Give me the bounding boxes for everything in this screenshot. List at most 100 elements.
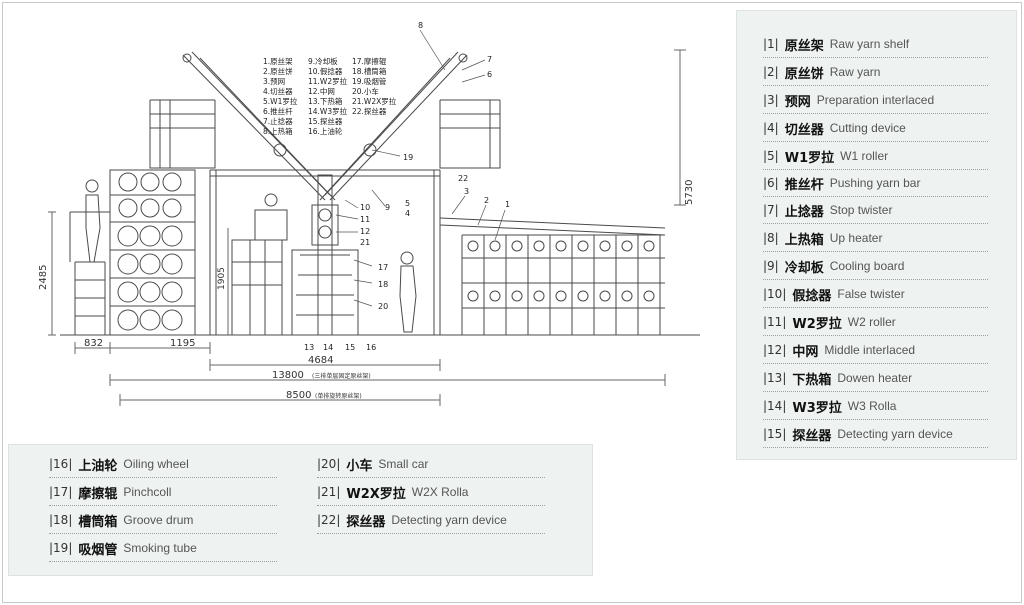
small-car xyxy=(231,193,288,336)
center-column xyxy=(291,174,359,336)
legend-chinese: 冷却板 xyxy=(784,260,824,276)
legend-number: |21| xyxy=(317,485,341,499)
legend-english: Middle interlaced xyxy=(824,343,916,357)
legend-number: |16| xyxy=(49,457,73,471)
legend-english: Preparation interlaced xyxy=(816,93,935,107)
left-creel xyxy=(109,169,196,336)
dimension-2485: 2485 xyxy=(38,265,49,290)
dimension-texts: 2485 832 1195 1905 4684 5730 13800 (三排单层… xyxy=(38,180,695,401)
legend-row: |1| 原丝架 Raw yarn shelf xyxy=(763,31,988,58)
legend-number: |9| xyxy=(763,259,779,273)
legend-english: W3 Rolla xyxy=(847,399,897,413)
list-item: 8.上热箱 xyxy=(263,126,293,136)
dimension-5730: 5730 xyxy=(684,180,695,205)
legend-english: Cooling board xyxy=(829,259,905,273)
list-item: 4.切丝器 xyxy=(263,86,293,96)
callout-18: 18 xyxy=(378,280,388,289)
callout-9: 9 xyxy=(385,203,390,212)
legend-row: |2| 原丝饼 Raw yarn xyxy=(763,59,988,86)
legend-chinese: W3罗拉 xyxy=(792,400,842,416)
legend-english: Pushing yarn bar xyxy=(829,176,921,190)
legend-english: Cutting device xyxy=(829,121,906,135)
legend-chinese: 中网 xyxy=(792,344,819,360)
dimension-8500: 8500 xyxy=(286,390,311,401)
callout-22: 22 xyxy=(458,174,468,183)
list-item: 3.预网 xyxy=(263,76,285,86)
heater-arms xyxy=(182,51,468,201)
leader-lines xyxy=(335,29,506,307)
component-list: 1.原丝架 2.原丝饼 3.预网 4.切丝器 5.W1罗拉 6.推丝杆 7.止捻… xyxy=(263,56,397,136)
legend-number: |2| xyxy=(763,65,779,79)
callout-6: 6 xyxy=(487,70,492,79)
dimension-832: 832 xyxy=(84,338,103,349)
callout-16: 16 xyxy=(366,343,376,352)
legend-english: Pinchcoll xyxy=(123,485,172,499)
legend-number: |22| xyxy=(317,513,341,527)
list-item: 19.吸烟管 xyxy=(352,76,387,86)
list-item: 17.摩擦辊 xyxy=(352,56,387,66)
dimension-8500-note: (单排旋转原丝架) xyxy=(315,392,362,400)
legend-english: W2X Rolla xyxy=(411,485,469,499)
legend-row: |3| 预网 Preparation interlaced xyxy=(763,87,988,114)
list-item: 9.冷却板 xyxy=(308,56,338,66)
callout-17: 17 xyxy=(378,263,388,272)
legend-number: |1| xyxy=(763,37,779,51)
legend-row: |13| 下热箱 Dowen heater xyxy=(763,365,988,392)
callout-19: 19 xyxy=(403,153,413,162)
callout-12: 12 xyxy=(360,227,370,236)
legend-chinese: 探丝器 xyxy=(346,514,386,530)
left-platform xyxy=(69,211,111,335)
list-item: 2.原丝饼 xyxy=(263,66,293,76)
callout-13: 13 xyxy=(304,343,314,352)
dimension-lines xyxy=(48,49,686,406)
legend-number: |4| xyxy=(763,121,779,135)
list-item: 11.W2罗拉 xyxy=(308,76,348,86)
legend-number: |8| xyxy=(763,231,779,245)
legend-number: |15| xyxy=(763,427,787,441)
legend-number: |18| xyxy=(49,513,73,527)
callout-5: 5 xyxy=(405,199,410,208)
legend-chinese: 小车 xyxy=(346,458,373,474)
legend-english: Oiling wheel xyxy=(123,457,189,471)
legend-panel-right: |1| 原丝架 Raw yarn shelf |2| 原丝饼 Raw yarn … xyxy=(736,10,1017,460)
legend-chinese: 下热箱 xyxy=(792,372,832,388)
legend-number: |11| xyxy=(763,315,787,329)
list-item: 7.止捻器 xyxy=(263,116,293,126)
legend-chinese: 吸烟管 xyxy=(78,542,118,558)
legend-chinese: W2X罗拉 xyxy=(346,486,406,502)
list-item: 15.探丝器 xyxy=(308,116,343,126)
list-item: 13.下热箱 xyxy=(308,96,343,106)
legend-english: Raw yarn shelf xyxy=(829,37,910,51)
legend-number: |5| xyxy=(763,149,779,163)
legend-english: Detecting yarn device xyxy=(391,513,507,527)
legend-chinese: 预网 xyxy=(784,94,811,110)
legend-row: |21| W2X罗拉 W2X Rolla xyxy=(317,479,545,506)
legend-english: Groove drum xyxy=(123,513,194,527)
legend-row: |14| W3罗拉 W3 Rolla xyxy=(763,393,988,420)
callout-21: 21 xyxy=(360,238,370,247)
list-item: 12.中网 xyxy=(308,86,335,96)
callout-numbers: 1 2 3 4 5 6 7 8 9 10 11 12 13 14 15 16 1… xyxy=(304,21,510,352)
dimension-13800-note: (三排单层固定原丝架) xyxy=(312,372,371,380)
machine-diagram: 1.原丝架 2.原丝饼 3.预网 4.切丝器 5.W1罗拉 6.推丝杆 7.止捻… xyxy=(38,21,700,406)
legend-english: W2 roller xyxy=(847,315,896,329)
list-item: 22.探丝器 xyxy=(352,106,387,116)
list-item: 1.原丝架 xyxy=(263,56,293,66)
legend-number: |12| xyxy=(763,343,787,357)
legend-number: |10| xyxy=(763,287,787,301)
operator-left xyxy=(85,179,101,263)
callout-10: 10 xyxy=(360,203,370,212)
legend-chinese: 上油轮 xyxy=(78,458,118,474)
callout-8: 8 xyxy=(418,21,423,30)
legend-english: W1 roller xyxy=(840,149,889,163)
dimension-13800: 13800 xyxy=(272,370,304,381)
dimension-1905: 1905 xyxy=(217,267,227,290)
legend-row: |12| 中网 Middle interlaced xyxy=(763,337,988,364)
legend-row: |10| 假捻器 False twister xyxy=(763,281,988,308)
legend-chinese: 假捻器 xyxy=(792,288,832,304)
legend-chinese: W1罗拉 xyxy=(784,150,835,166)
legend-chinese: 推丝杆 xyxy=(784,177,824,193)
legend-chinese: 上热箱 xyxy=(784,232,824,248)
callout-1: 1 xyxy=(505,200,510,209)
legend-chinese: 探丝器 xyxy=(792,428,832,444)
